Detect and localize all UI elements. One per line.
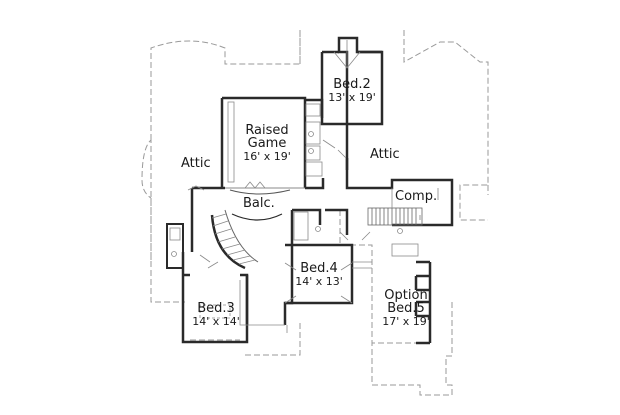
room-dimensions: 13' x 19': [328, 91, 376, 104]
room-name: Bed.4: [300, 261, 338, 276]
room-label-option-bed-5: Option Bed.5 17' x 19': [374, 289, 438, 327]
room-name-line2: Game: [247, 136, 287, 151]
fixtures: [169, 40, 439, 333]
area-label-computer: Comp.: [395, 189, 438, 204]
area-label-balcony: Balc.: [243, 196, 275, 211]
room-name: Raised: [245, 123, 289, 138]
room-name-line2: Bed.5: [387, 301, 425, 316]
area-label-attic-left: Attic: [181, 156, 211, 171]
room-dimensions: 17' x 19': [382, 315, 430, 328]
room-dimensions: 14' x 13': [295, 275, 343, 288]
room-label-bed-4: Bed.4 14' x 13': [288, 262, 350, 287]
curved-staircase: [210, 209, 259, 270]
room-name: Bed.2: [333, 77, 371, 92]
room-label-bed-3: Bed.3 14' x 14': [186, 302, 246, 327]
room-label-bed-2: Bed.2 13' x 19': [322, 78, 382, 103]
straight-staircase: [367, 207, 423, 226]
room-label-raised-game: Raised Game 16' x 19': [238, 124, 296, 162]
room-dimensions: 14' x 14': [192, 315, 240, 328]
game-opening-arc: [229, 189, 291, 195]
dashed-outline: [141, 30, 489, 396]
room-name: Bed.3: [197, 301, 235, 316]
balcony-rail: [231, 213, 283, 221]
area-label-attic-right: Attic: [370, 147, 400, 162]
room-name: Option: [384, 288, 428, 303]
room-dimensions: 16' x 19': [243, 150, 291, 163]
